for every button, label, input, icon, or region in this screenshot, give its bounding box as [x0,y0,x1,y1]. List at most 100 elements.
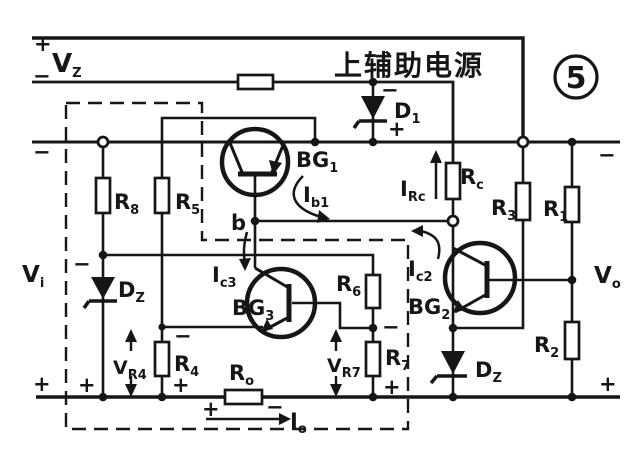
resistor-ro-body [223,388,264,406]
bg2-label: BG2 [408,295,450,323]
vo-label: Vo [594,263,621,292]
node-dot [368,77,378,87]
title-aux-supply: 上辅助电源 [334,49,484,82]
node-dot [567,392,577,402]
node-dot [448,323,458,333]
dashed-feedback-boundary [64,101,410,431]
node-open-r8-top [96,135,110,149]
arrow-vr4-down-head [125,384,137,397]
resistor-rc-body [444,161,462,201]
transistor-bg3-emitter-arrow [261,319,273,332]
diode-dz-right-triangle [441,351,465,374]
junction-dots [98,77,577,402]
vi-label: Vi [22,262,44,291]
vr7-label: VR7 [327,355,361,381]
r3-label: R3 [491,196,516,224]
arrow-ic2-head [411,225,423,237]
ic3-label: Ic3 [212,263,237,291]
vr7-minus: − [382,315,400,339]
resistor-top-body [236,73,275,91]
diode-dz-left-triangle [91,277,115,299]
transistor-bg1-emitter-arrow [269,160,282,175]
dz-left-label: DZ [118,278,145,306]
bg3-label: BG3 [232,296,274,324]
arrow-ic3-shaft [242,231,249,264]
resistor-r1-body [563,185,581,224]
arrow-io-head [279,413,291,425]
r8-label: R8 [114,190,139,218]
resistor-r2-body [563,320,581,361]
dz-left-minus: − [73,252,91,276]
node-dot [368,392,378,402]
resistor-r8-body [94,176,112,215]
io-label: Io [290,409,307,437]
node-dot [310,137,320,147]
node-dot [567,137,577,147]
node-dot-vo [567,275,577,285]
transistor-bg2-emitter-arrow [453,300,465,313]
node-dot [157,392,167,402]
vr4-label: VR4 [113,357,147,383]
dz-right-label: DZ [475,358,502,386]
resistor-r6-body [364,273,382,310]
resistor-r5-body [153,176,171,215]
d1-label: D1 [394,99,420,127]
transistor-bg3-circle [244,266,318,340]
node-dot [368,323,378,333]
r7-label: R7 [385,346,410,374]
node-dot [98,250,108,260]
vz-label: VZ [52,49,82,81]
wire-second-supply-rail [32,80,455,163]
r6-label: R6 [336,272,361,300]
arrow-vr7-up-head [330,329,342,342]
ic2-label: Ic2 [408,257,433,285]
vr4-plus: + [172,373,190,397]
resistor-r4-body [153,340,171,378]
node-dot [98,392,108,402]
rail-plus-left: + [33,372,51,396]
vz-minus: − [33,64,51,88]
wire-bg3-base-to-divider [292,301,373,330]
rail-minus-left: − [33,140,51,164]
rc-label: Rc [460,165,484,193]
node-open-rc-bottom [446,214,460,228]
figure-number: 5 [566,61,587,96]
node-dot-b [250,216,260,226]
ro-plus: + [202,397,220,421]
diode-dz-left-zener-bar [82,299,117,310]
resistor-r7-body [364,340,382,378]
node-dot [368,137,378,147]
ro-label: Ro [229,361,254,389]
node-dot [448,392,458,402]
r1-label: R1 [543,197,568,225]
arrow-irc-head [430,150,442,163]
irc-label: IRc [400,177,426,205]
arrow-ic2-shaft [420,229,441,260]
wire-r5-column [160,116,317,327]
diode-d1-triangle [361,96,385,119]
node-dot [158,323,166,331]
ib1-label: Ib1 [303,183,329,211]
transistor-bg2-circle [442,240,518,316]
d1-minus: − [381,78,399,102]
wire-top-supply-rail [32,36,525,138]
r4-label: R4 [174,352,199,380]
arrow-vr7-down-head [330,384,342,397]
arrow-ib1-head [317,210,330,223]
rail-minus-right: − [598,143,616,167]
vr4-minus: − [174,324,192,348]
wire-reference-to-r6 [103,253,375,275]
arrow-ic3-head [239,258,251,271]
diode-dz-right-zener-bar [429,374,467,385]
d1-plus: + [388,117,406,141]
bg1-label: BG1 [296,148,338,176]
arrow-vr4-up-head [125,329,137,342]
rail-plus-right: + [599,372,617,396]
figure-number-circle [553,54,599,100]
ro-minus: − [266,395,284,419]
node-b-label: b [231,211,246,235]
transistor-bg1-circle [219,126,291,198]
vz-plus: + [34,32,52,56]
